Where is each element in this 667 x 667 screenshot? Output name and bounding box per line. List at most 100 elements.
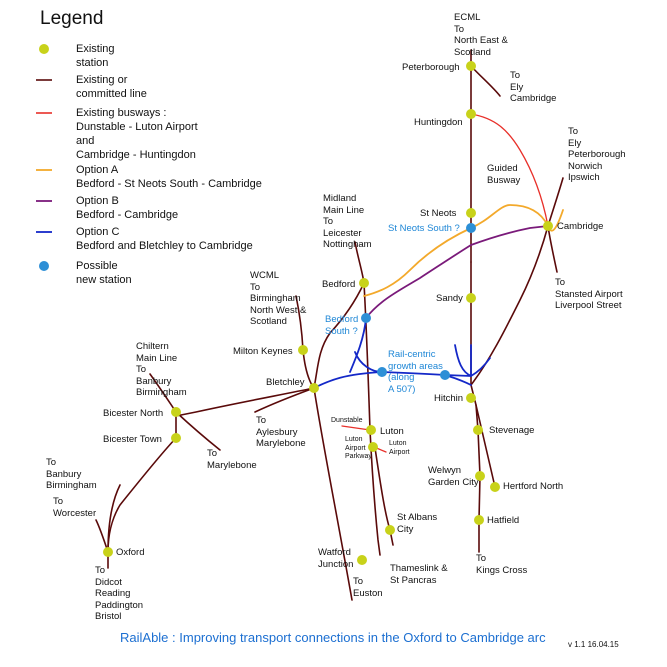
label-to-didcot: To Didcot Reading Paddington Bristol [95, 565, 144, 622]
legend-existing-station-symbol [39, 44, 49, 54]
station-bicester-town [171, 433, 181, 443]
legend-option-c: Option C Bedford and Bletchley to Cambri… [76, 226, 253, 252]
label-thameslink: Thameslink & St Pancras [390, 563, 448, 586]
label-ecml: ECML To North East & Scotland [454, 12, 508, 58]
cambridge-south-line [547, 225, 558, 273]
label-bedford: Bedford [322, 279, 356, 290]
hitchin-cambridge-line [470, 225, 549, 386]
label-to-kings-cross: To Kings Cross [476, 553, 528, 576]
label-st-albans: St Albans City [397, 512, 438, 535]
label-stevenage: Stevenage [489, 425, 535, 436]
option-c-curve-east [454, 344, 472, 377]
option-c-curve-west [354, 351, 383, 373]
label-st-neots: St Neots [420, 208, 457, 219]
label-bicester-town: Bicester Town [103, 434, 162, 445]
new-station-a507-west [377, 367, 387, 377]
label-luton-airport-parkway: Luton Airport Parkway [345, 436, 372, 460]
map-footer-title: RailAble : Improving transport connectio… [120, 630, 546, 645]
station-hertford-north [490, 482, 500, 492]
peterborough-ely-line [470, 65, 501, 97]
station-peterborough [466, 61, 476, 71]
label-cambridge: Cambridge [557, 221, 604, 232]
label-to-euston: To Euston [353, 576, 383, 599]
label-to-aylesbury: To Aylesbury Marylebone [256, 415, 306, 449]
label-guided-busway: Guided Busway [487, 163, 521, 186]
label-wcml: WCML To Birmingham North West & Scotland [250, 270, 307, 327]
legend-busways: Existing busways : Dunstable - Luton Air… [76, 107, 198, 161]
dunstable-luton-airport-busway [341, 425, 371, 431]
label-oxford: Oxford [116, 547, 145, 558]
marylebone-line [175, 411, 221, 451]
label-luton: Luton [380, 426, 404, 437]
label-bedford-south: Bedford South ? [325, 314, 359, 337]
legend-title: Legend [40, 8, 104, 29]
station-milton-keynes [298, 345, 308, 355]
label-to-worcester: To Worcester [53, 496, 97, 519]
label-to-ely-norwich: To Ely Peterborough Norwich Ipswich [568, 126, 626, 183]
station-oxford [103, 547, 113, 557]
legend-existing-station: Existing station [76, 43, 115, 69]
label-midland-main-line: Midland Main Line To Leicester Nottingha… [323, 193, 372, 250]
label-peterborough: Peterborough [402, 62, 460, 73]
station-st-neots [466, 208, 476, 218]
cambridge-huntingdon-busway [470, 113, 549, 227]
label-hitchin: Hitchin [434, 393, 464, 404]
label-milton-keynes: Milton Keynes [233, 346, 293, 357]
label-welwyn: Welwyn Garden City [428, 465, 479, 488]
option-b-route [365, 225, 549, 319]
label-to-ely-cambridge: To Ely Cambridge [510, 70, 557, 104]
label-to-banbury: To Banbury Birmingham [46, 457, 97, 491]
existing-stations [103, 61, 553, 565]
station-hatfield [474, 515, 484, 525]
bedford-bletchley-line [313, 282, 365, 389]
oxford-banbury-line [107, 484, 121, 553]
legend-existing-line: Existing or committed line [76, 74, 147, 100]
ecml-line-south [470, 261, 481, 553]
new-station-bedford-south [361, 313, 371, 323]
station-luton-airport-parkway [368, 442, 378, 452]
legend-symbols [36, 44, 52, 271]
label-bletchley: Bletchley [266, 377, 305, 388]
label-watford: Watford Junction [318, 547, 354, 570]
label-dunstable: Dunstable [331, 417, 363, 424]
option-c-bedford-spur [349, 317, 367, 373]
label-luton-airport: Luton Airport [389, 440, 410, 456]
label-hertford-north: Hertford North [503, 481, 564, 492]
label-bicester-north: Bicester North [103, 408, 164, 419]
oxford-bicester-line [107, 437, 177, 553]
label-rail-centric: Rail-centric growth areas (along A 507) [388, 349, 443, 395]
label-huntingdon: Huntingdon [414, 117, 463, 128]
oxford-worcester-line [95, 519, 109, 553]
station-cambridge [543, 221, 553, 231]
legend-option-a: Option A Bedford - St Neots South - Camb… [76, 164, 262, 190]
station-bletchley [309, 383, 319, 393]
station-bicester-north [171, 407, 181, 417]
new-station-st-neots-south [466, 223, 476, 233]
station-hitchin [466, 393, 476, 403]
label-to-stansted: To Stansted Airport Liverpool Street [555, 277, 623, 311]
station-welwyn [475, 471, 485, 481]
aylesbury-line [254, 387, 315, 413]
station-huntingdon [466, 109, 476, 119]
station-luton [366, 425, 376, 435]
station-stevenage [473, 425, 483, 435]
midland-main-line-south [363, 282, 381, 556]
station-watford [357, 555, 367, 565]
station-st-albans [385, 525, 395, 535]
new-station-a507-east [440, 370, 450, 380]
label-hatfield: Hatfield [487, 515, 520, 526]
possible-new-stations [361, 223, 476, 380]
legend-new-station-symbol [39, 261, 49, 271]
station-sandy [466, 293, 476, 303]
label-st-neots-south: St Neots South ? [388, 223, 460, 234]
legend-option-b: Option B Bedford - Cambridge [76, 195, 179, 221]
version-label: v 1.1 16.04.15 [568, 640, 619, 649]
label-chiltern: Chiltern Main Line To Banbury Birmingham [136, 341, 187, 398]
hertford-loop-line [475, 404, 496, 488]
label-sandy: Sandy [436, 293, 463, 304]
label-to-marylebone: To Marylebone [207, 448, 257, 471]
varsity-west-line [175, 387, 315, 417]
station-bedford [359, 278, 369, 288]
legend-new-station: Possible new station [76, 260, 132, 286]
